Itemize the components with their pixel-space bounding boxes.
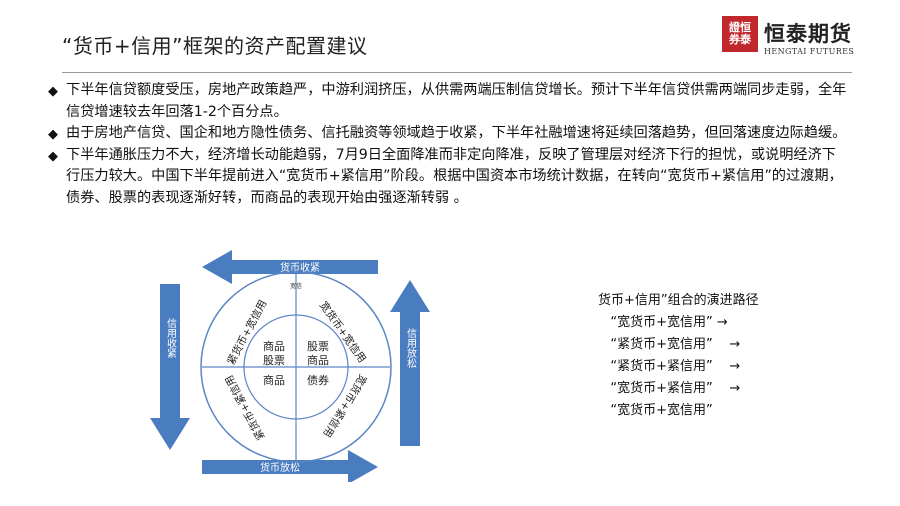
evolution-step-label: “宽货币+紧信用” [610,381,713,396]
arrow-right-icon: → [729,337,741,352]
center-cell-bottom-right: 债券 [307,373,329,387]
center-cell-bottom-left: 商品 [263,373,285,387]
arrow-right-icon: → [729,359,741,374]
evolution-step: “紧货币+宽信用” → [598,334,798,356]
arrow-bottom [202,450,378,482]
logo-mark-char: 券 [729,33,740,46]
bullet-item: ◆ 下半年通胀压力不大，经济增长动能趋弱，7月9日全面降准而非定向降准，反映了管理… [48,145,848,210]
company-logo: 證恒券泰 恒泰期货 HENGTAI FUTURES [722,16,882,64]
ring-top-small-label: 宽信 [290,282,302,290]
logo-name: 恒泰期货 [764,22,852,46]
evolution-step: “宽货币+宽信用” → [598,312,798,334]
center-cell-top-right-line2: 商品 [307,353,329,367]
bullet-text: 由于房地产信贷、国企和地方隐性债务、信托融资等领域趋于收紧，下半年社融增速将延续… [66,125,847,141]
arrow-top [202,250,378,284]
quadrant-label-bottom-left: 紧货币+紧信用 [222,373,267,443]
bullet-text: 下半年信贷额度受压，房地产政策趋严，中游利润挤压，从供需两端压制信贷增长。预计下… [66,82,847,120]
arrow-left-label: 信用收紧 [165,318,177,358]
evolution-step-label: “紧货币+紧信用” [610,359,713,374]
center-cell-top-left-line1: 商品 [263,339,285,353]
evolution-step: “宽货币+宽信用” [598,400,798,422]
arrow-left [150,284,190,450]
evolution-step-label: “宽货币+宽信用” [610,403,713,418]
diamond-bullet-icon: ◆ [48,127,58,142]
logo-mark-char: 恒 [740,21,751,34]
logo-mark-char: 證 [729,21,740,34]
evolution-path-heading: 货币+信用”组合的演进路径 [598,293,759,308]
arrow-right-icon: → [729,381,741,396]
title-divider [62,72,852,73]
center-cell-top-right-line1: 股票 [307,340,329,353]
center-cell-top-left-line2: 股票 [263,354,285,367]
arrow-right [390,280,430,446]
arrow-right-icon: → [716,315,728,330]
arrow-top-label: 货币收紧 [280,261,320,274]
bullet-item: ◆ 由于房地产信贷、国企和地方隐性债务、信托融资等领域趋于收紧，下半年社融增速将延… [48,123,848,145]
page-title: “货币+信用”框架的资产配置建议 [62,34,368,58]
evolution-step-label: “紧货币+宽信用” [610,337,713,352]
diamond-bullet-icon: ◆ [48,84,58,99]
money-credit-cycle-diagram: 货币收紧 货币放松 信用收紧 信用放松 宽信 紧货币+宽信用 宽货币+宽信用 紧… [150,250,430,482]
logo-mark-icon: 證恒券泰 [722,16,758,52]
logo-mark-char: 泰 [740,33,751,46]
evolution-step-label: “宽货币+宽信用” [610,315,713,330]
bullet-list: ◆ 下半年信贷额度受压，房地产政策趋严，中游利润挤压，从供需两端压制信贷增长。预计… [48,80,848,209]
arrow-right-label: 信用放松 [405,328,417,369]
diamond-bullet-icon: ◆ [48,148,58,164]
evolution-path-block: 货币+信用”组合的演进路径 “宽货币+宽信用” → “紧货币+宽信用” → “紧… [598,290,798,422]
evolution-step: “宽货币+紧信用” → [598,378,798,400]
logo-english-name: HENGTAI FUTURES [764,47,855,56]
bullet-text: 下半年通胀压力不大，经济增长动能趋弱，7月9日全面降准而非定向降准，反映了管理层… [66,146,843,206]
arrow-bottom-label: 货币放松 [260,461,300,474]
bullet-item: ◆ 下半年信贷额度受压，房地产政策趋严，中游利润挤压，从供需两端压制信贷增长。预计… [48,80,848,123]
evolution-step: “紧货币+紧信用” → [598,356,798,378]
